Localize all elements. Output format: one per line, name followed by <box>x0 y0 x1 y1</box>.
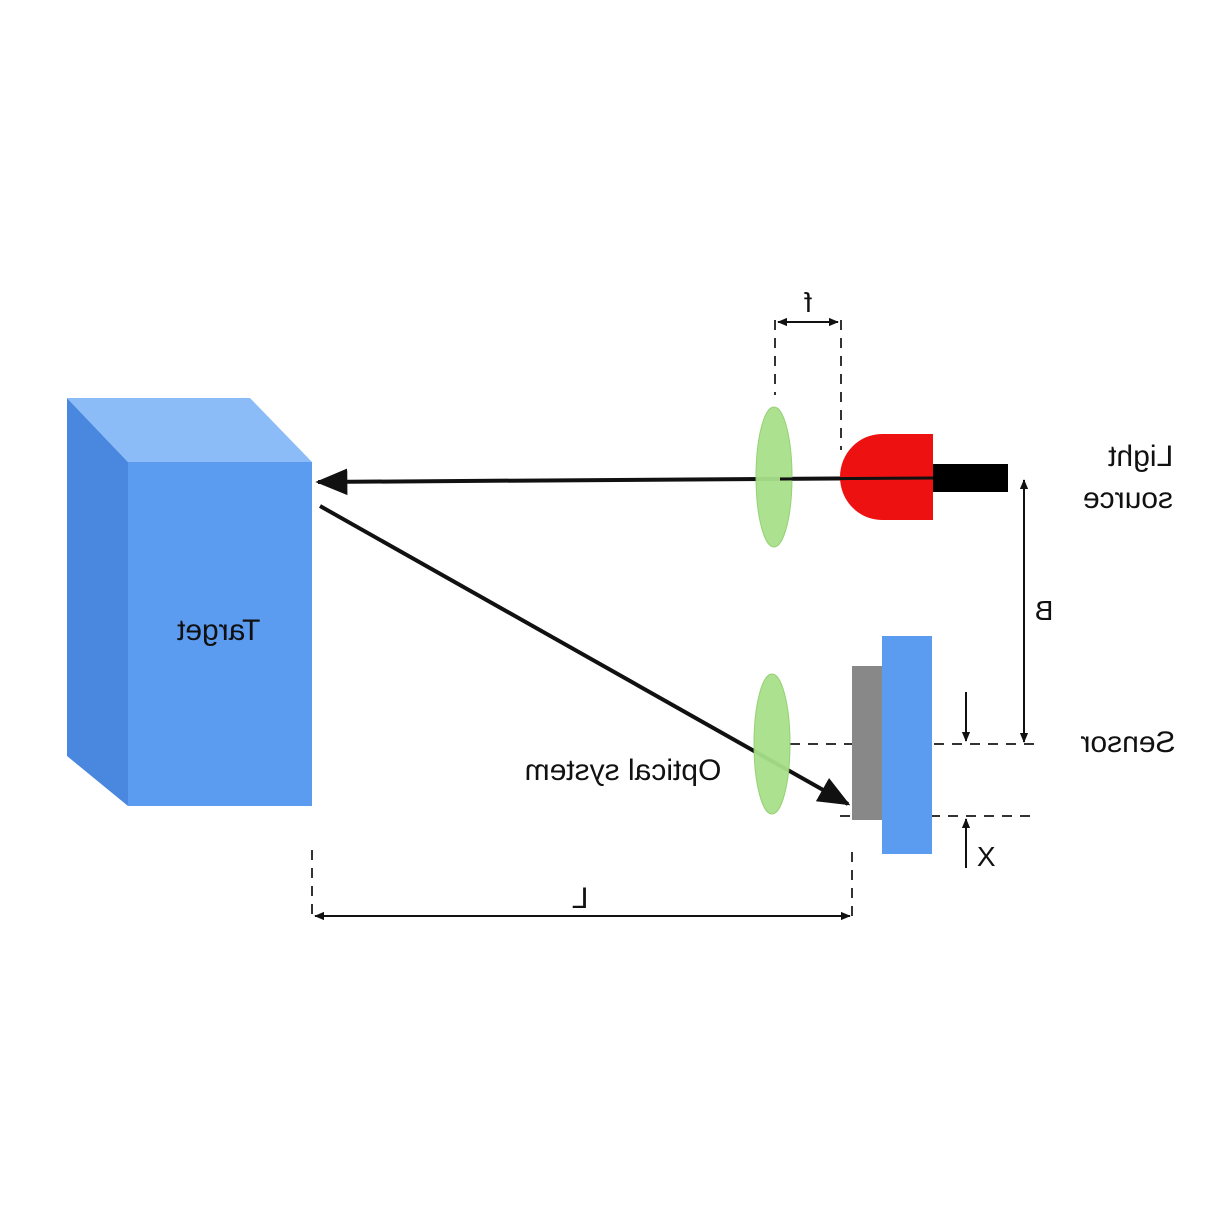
guide-lines <box>311 320 1035 922</box>
target-top-face <box>67 398 312 462</box>
L-label: L <box>572 882 589 915</box>
X-label: X <box>977 841 996 872</box>
dimension-L: L <box>314 882 851 921</box>
dimension-X: X <box>961 692 996 872</box>
B-label: B <box>1035 595 1054 626</box>
target-front-face <box>128 462 312 806</box>
light-source-cable <box>930 464 1008 492</box>
sensor-label: Sensor <box>1080 726 1175 759</box>
sensor-mount <box>852 666 884 820</box>
sensor-plate <box>882 636 932 854</box>
light-source-axis <box>779 476 934 481</box>
dimension-f: f <box>777 287 839 327</box>
sensor <box>852 636 932 854</box>
target-side-face <box>67 398 128 806</box>
light-source <box>779 434 1008 520</box>
light-source-label-line1: Light <box>1107 440 1173 473</box>
emitter-lens <box>755 406 793 548</box>
target-block: Target <box>67 398 312 806</box>
light-source-label-line2: source <box>1083 482 1173 515</box>
optical-system-label: Optical system <box>525 754 722 787</box>
dimension-B: B <box>1019 479 1054 743</box>
f-label: f <box>804 287 812 318</box>
receiver-lens <box>753 673 791 815</box>
target-label: Target <box>176 614 260 647</box>
